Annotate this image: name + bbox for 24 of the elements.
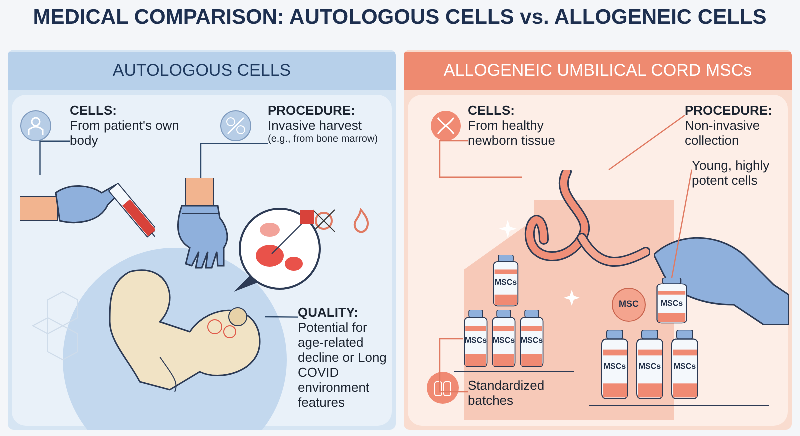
callout-heading: PROCEDURE: xyxy=(268,103,356,118)
callout-heading: CELLS: xyxy=(70,103,118,118)
callout-text: From healthy newborn tissue xyxy=(468,118,556,148)
callout-note: (e.g., from bone marrow) xyxy=(268,133,380,146)
panel-header: AUTOLOGOUS CELLS xyxy=(8,52,396,90)
callout-text: Potential for age-related decline or Long COVID environment features xyxy=(298,320,388,410)
sphere-label: MSC xyxy=(618,299,640,309)
callout-text: From patient's own body xyxy=(70,118,180,148)
callout-text: Young, highly potent cells xyxy=(692,158,771,188)
callout-heading: CELLS: xyxy=(468,103,516,118)
leader-line xyxy=(608,115,686,170)
callout-text: Non-invasive collection xyxy=(685,118,762,148)
callout-text: Invasive harvest xyxy=(268,118,363,133)
callout-text: Standardized batches xyxy=(468,378,546,408)
callout-heading: QUALITY: xyxy=(298,305,360,320)
panel-header: ALLOGENEIC UMBILICAL CORD MSCs xyxy=(404,52,792,90)
leader-line xyxy=(265,316,298,318)
leader-line xyxy=(671,170,693,278)
leader-line xyxy=(439,140,522,178)
leader-line xyxy=(200,143,268,178)
leader-line xyxy=(439,338,468,393)
callout-heading: PROCEDURE: xyxy=(685,103,774,118)
title: MEDICAL COMPARISON: AUTOLOGOUS CELLS vs. ALLOGENEIC CELLS xyxy=(32,6,768,30)
leader-line xyxy=(40,140,70,175)
